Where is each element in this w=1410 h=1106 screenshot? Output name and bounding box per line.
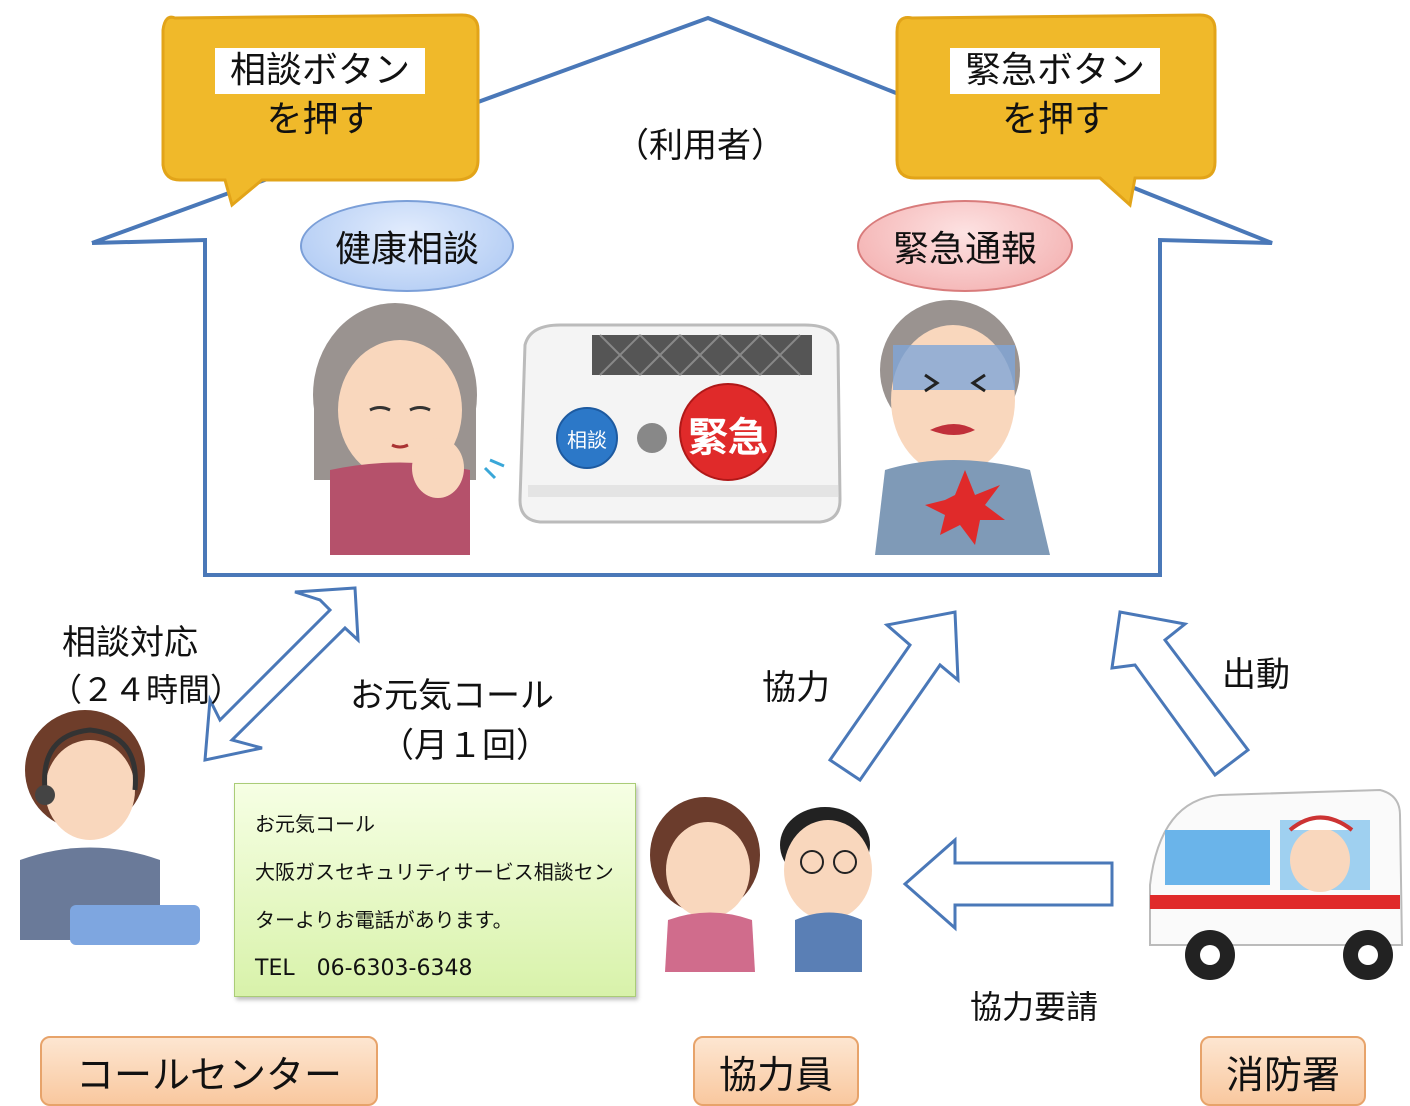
consult-button-label: 相談ボタン bbox=[215, 48, 425, 94]
health-consult-oval: 健康相談 bbox=[300, 200, 514, 292]
cooperate-label: 協力 bbox=[762, 668, 830, 708]
note-line-3: ターよりお電話があります。 bbox=[255, 908, 513, 932]
genki-call-label: お元気コール bbox=[350, 676, 554, 716]
genki-call-note: お元気コール 大阪ガスセキュリティサービス相談セン ターよりお電話があります。 … bbox=[234, 783, 636, 997]
call-center-button[interactable]: コールセンター bbox=[40, 1036, 378, 1106]
cooperator-button[interactable]: 協力員 bbox=[693, 1036, 859, 1106]
consult-support-label: 相談対応 bbox=[62, 623, 198, 663]
cooperate-request-label: 協力要請 bbox=[970, 988, 1099, 1026]
note-line-2: 大阪ガスセキュリティサービス相談セン bbox=[255, 860, 614, 884]
monthly-label: （月１回） bbox=[380, 726, 550, 766]
arrows bbox=[203, 586, 1251, 932]
device-emergency-button-text: 緊急 bbox=[688, 415, 768, 461]
right-bubble-push-text: を押す bbox=[1001, 99, 1110, 140]
cooperate-arrow bbox=[827, 610, 960, 783]
emergency-report-oval: 緊急通報 bbox=[857, 200, 1073, 292]
user-label: （利用者） bbox=[615, 126, 785, 166]
double-arrow-callcenter bbox=[203, 586, 360, 762]
consult-button-text: 相談ボタン bbox=[229, 50, 410, 91]
fire-station-button[interactable]: 消防署 bbox=[1200, 1036, 1366, 1106]
emergency-button-text: 緊急ボタン bbox=[964, 50, 1145, 91]
distressed-elderly-man-icon bbox=[875, 300, 1050, 555]
device-consult-button-text: 相談 bbox=[567, 428, 607, 452]
worried-elderly-woman-icon bbox=[313, 303, 505, 555]
left-bubble-push-text: を押す bbox=[266, 99, 375, 140]
dispatch-arrow bbox=[1110, 610, 1251, 778]
alarm-device-icon bbox=[518, 323, 842, 524]
dispatch-label: 出動 bbox=[1222, 655, 1290, 695]
note-line-1: お元気コール bbox=[255, 812, 375, 836]
house-outline bbox=[91, 15, 1273, 577]
request-arrow bbox=[902, 836, 1114, 932]
hours-label: （２４時間） bbox=[50, 671, 243, 709]
note-tel: TEL 06-6303-6348 bbox=[255, 956, 473, 981]
emergency-button-label: 緊急ボタン bbox=[950, 48, 1160, 94]
ambulance-icon bbox=[1149, 788, 1404, 980]
cooperators-icon bbox=[650, 797, 872, 972]
operator-icon bbox=[20, 710, 200, 945]
